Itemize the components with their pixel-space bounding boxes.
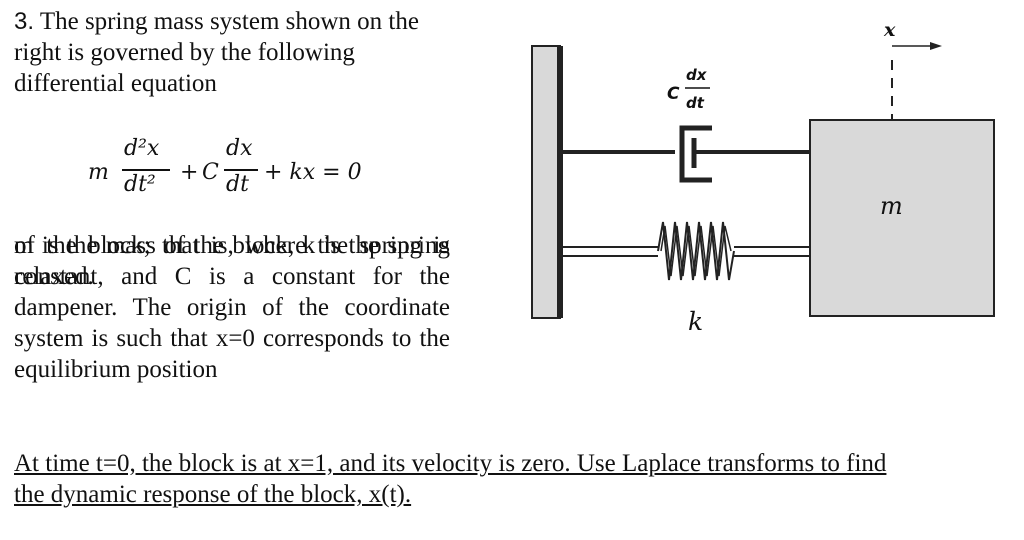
eq-rest: + kx = 0 xyxy=(264,160,362,185)
eq-d2x: d²x xyxy=(124,136,160,161)
mass-block xyxy=(809,119,995,317)
task-line-2: the dynamic response of the block, x(t). xyxy=(14,481,412,508)
eq-mass: m xyxy=(88,160,109,185)
damper-c-label: C xyxy=(667,84,680,104)
damper-cylinder xyxy=(679,125,712,183)
damper-dt-label: dt xyxy=(686,94,705,112)
description-last-line: of the block; that is, where the spring … xyxy=(14,232,450,290)
x-axis-arrowhead xyxy=(930,42,942,50)
eq-dt: dt xyxy=(226,172,249,197)
task-statement: At time t=0, the block is at x=1, and it… xyxy=(14,448,980,510)
eq-dx: dx xyxy=(226,136,253,161)
description-paragraph: m is the mass of the block, k is the spr… xyxy=(14,230,450,385)
eq-fraction-bar-1 xyxy=(122,169,170,171)
x-label: x xyxy=(883,19,896,41)
spring-k-label: k xyxy=(688,307,703,336)
eq-c: C xyxy=(202,160,219,185)
spring-coil-inner xyxy=(660,225,732,277)
problem-intro: 3. The spring mass system shown on the r… xyxy=(14,6,454,99)
mass-label: m xyxy=(880,192,903,220)
differential-equation: m d²x dt² + C dx dt + kx = 0 xyxy=(88,136,388,206)
description-text: m is the mass of the block, k is the spr… xyxy=(14,232,450,383)
wall xyxy=(531,45,561,319)
problem-number: 3. xyxy=(14,8,35,35)
spring-mass-damper-diagram: x C dx dt m k xyxy=(531,19,995,336)
damper-dx-label: dx xyxy=(686,66,708,84)
eq-fraction-bar-2 xyxy=(224,169,258,171)
task-line-1: At time t=0, the block is at x=1, and it… xyxy=(14,450,887,477)
eq-plus-1: + xyxy=(180,160,199,185)
eq-dt2: dt² xyxy=(124,172,156,197)
intro-text: The spring mass system shown on the righ… xyxy=(14,8,419,97)
